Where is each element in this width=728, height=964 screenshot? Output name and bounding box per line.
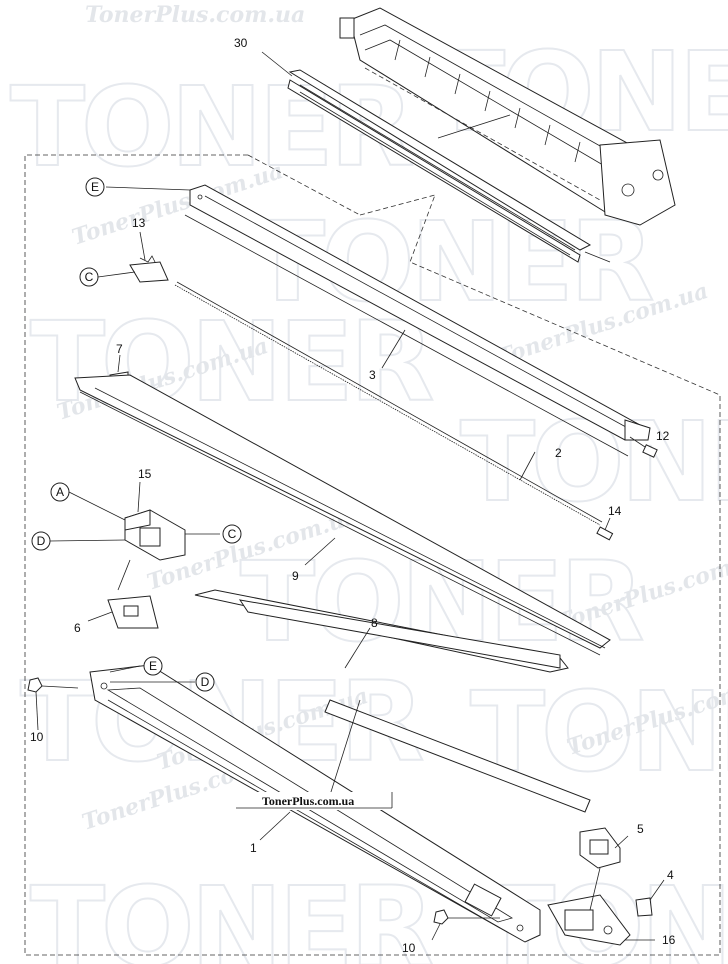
callout-9: 9 (292, 569, 299, 583)
callout-13: 13 (132, 216, 146, 230)
callout-6: 6 (74, 621, 81, 635)
ref-letter-e: E (149, 659, 157, 673)
ref-letter-c: C (85, 270, 94, 284)
ref-letter-d: D (201, 675, 210, 689)
callout-10-lower: 10 (402, 941, 416, 955)
part-10-screw-lower (433, 909, 500, 925)
site-stamp: TonerPlus.com.ua (236, 792, 393, 810)
callout-12: 12 (656, 429, 670, 443)
ref-letter-d: D (37, 534, 46, 548)
part-3-rail-bracket (184, 184, 651, 457)
callout-14: 14 (608, 504, 622, 518)
reference-letters: E C A D C E D (31, 177, 242, 692)
ref-letter-e: E (91, 180, 99, 194)
part-13-spring (129, 255, 169, 283)
part-14-pin (596, 526, 614, 541)
assembly-boundary (24, 154, 721, 956)
ref-letter-a: A (56, 485, 64, 499)
watermark-brand-text: TONER (30, 863, 433, 964)
part-callouts: 30 13 7 3 12 2 15 14 9 6 8 10 1 5 4 10 1… (30, 36, 676, 955)
part-30-housing-assembly (287, 7, 676, 263)
callout-10-upper: 10 (30, 730, 44, 744)
callout-3: 3 (369, 368, 376, 382)
watermark-brand-text: TONER (10, 63, 413, 191)
part-4-clip (635, 897, 653, 917)
leader-lines (35, 51, 665, 941)
stamp-text: TonerPlus.com.ua (262, 794, 354, 808)
part-9-long-rail (74, 374, 611, 656)
callout-4: 4 (667, 868, 674, 882)
callout-5: 5 (637, 822, 644, 836)
callout-7: 7 (116, 342, 123, 356)
callout-1: 1 (250, 841, 257, 855)
callout-15: 15 (138, 467, 152, 481)
callout-2: 2 (555, 446, 562, 460)
part-10-screw-upper (27, 677, 79, 693)
part-5-bracket (579, 827, 621, 869)
callout-16: 16 (662, 933, 676, 947)
callout-30: 30 (234, 36, 248, 50)
part-12-pin (642, 444, 658, 458)
watermark-brand-text: TONER (30, 298, 433, 426)
housing-ribs (394, 39, 581, 163)
callout-8: 8 (371, 616, 378, 630)
ref-letter-c: C (228, 527, 237, 541)
part-6-plate (107, 595, 159, 629)
part-8-blade (194, 589, 591, 813)
part-2-threaded-rod (174, 281, 603, 526)
watermark-site-text: TonerPlus.com.ua (85, 2, 305, 28)
